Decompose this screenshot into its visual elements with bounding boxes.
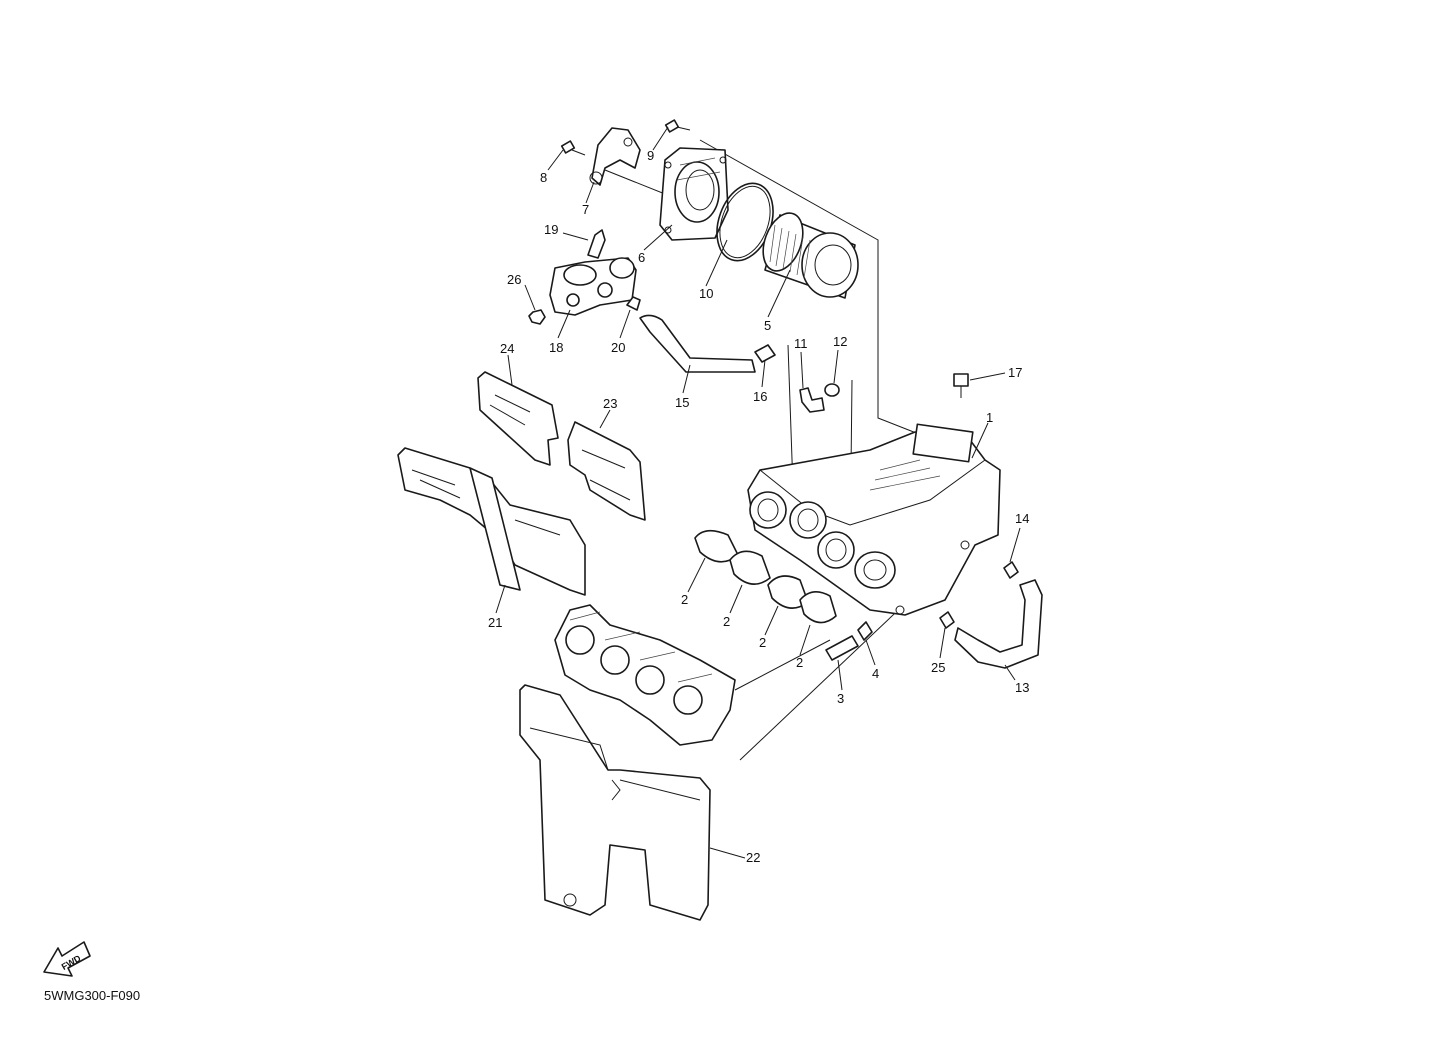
callout-2c: 2 [759,635,766,650]
part-13-hose[interactable] [954,579,1043,669]
callout-14: 14 [1015,511,1029,526]
part-19-clamp[interactable] [587,229,606,259]
callout-22: 22 [746,850,760,865]
callout-19: 19 [544,222,558,237]
part-5-air-filter-element[interactable] [756,208,859,299]
part-26-nut[interactable] [528,309,546,325]
part-17-bolt[interactable] [953,373,969,398]
part-16-clip[interactable] [754,344,776,363]
part-7-bracket[interactable] [589,127,641,186]
callout-13: 13 [1015,680,1029,695]
part-14-clip[interactable] [1003,561,1019,579]
callout-8: 8 [540,170,547,185]
part-6-inlet-cover[interactable] [659,147,729,241]
callout-2d: 2 [796,655,803,670]
callout-17: 17 [1008,365,1022,380]
part-18-valve-body[interactable] [549,257,637,316]
part-22-under-cover[interactable] [519,684,711,921]
callout-23: 23 [603,396,617,411]
callout-24: 24 [500,341,514,356]
callout-25: 25 [931,660,945,675]
part-2-clamp[interactable] [799,591,837,624]
part-1-air-box[interactable] [747,423,1001,616]
figure-code: 5WMG300-F090 [44,988,141,1003]
part-20-clip[interactable] [626,296,641,311]
part-21-plate[interactable] [397,447,586,596]
callout-leaders [495,126,1021,859]
part-12-grommet[interactable] [824,383,840,397]
callout-9: 9 [647,148,654,163]
part-2-clamp[interactable] [729,550,771,585]
callout-numbers: 8 9 7 6 19 10 5 26 18 20 11 12 24 15 16 … [488,148,1029,865]
callout-2a: 2 [681,592,688,607]
part-9-bolt[interactable] [664,119,691,133]
callout-26: 26 [507,272,521,287]
carburetor-assembly[interactable] [554,604,736,746]
callout-3: 3 [837,691,844,706]
callout-1: 1 [986,410,993,425]
part-3-pipe[interactable] [825,635,859,661]
part-15-hose[interactable] [639,314,756,373]
callout-2b: 2 [723,614,730,629]
callout-5: 5 [764,318,771,333]
callout-16: 16 [753,389,767,404]
callout-11: 11 [794,336,808,351]
callout-12: 12 [833,334,847,349]
part-24-gasket[interactable] [477,371,559,466]
callout-10: 10 [699,286,713,301]
callout-4: 4 [872,666,879,681]
part-8-bolt[interactable] [560,140,586,156]
callout-20: 20 [611,340,625,355]
callout-15: 15 [675,395,689,410]
fwd-arrow-icon: FWD [43,941,91,977]
callout-6: 6 [638,250,645,265]
part-25-clip[interactable] [939,611,955,629]
callout-7: 7 [582,202,589,217]
callout-18: 18 [549,340,563,355]
part-23-gasket[interactable] [567,421,646,521]
part-4-clip[interactable] [857,621,873,641]
part-11-pipe[interactable] [799,387,825,413]
callout-21: 21 [488,615,502,630]
